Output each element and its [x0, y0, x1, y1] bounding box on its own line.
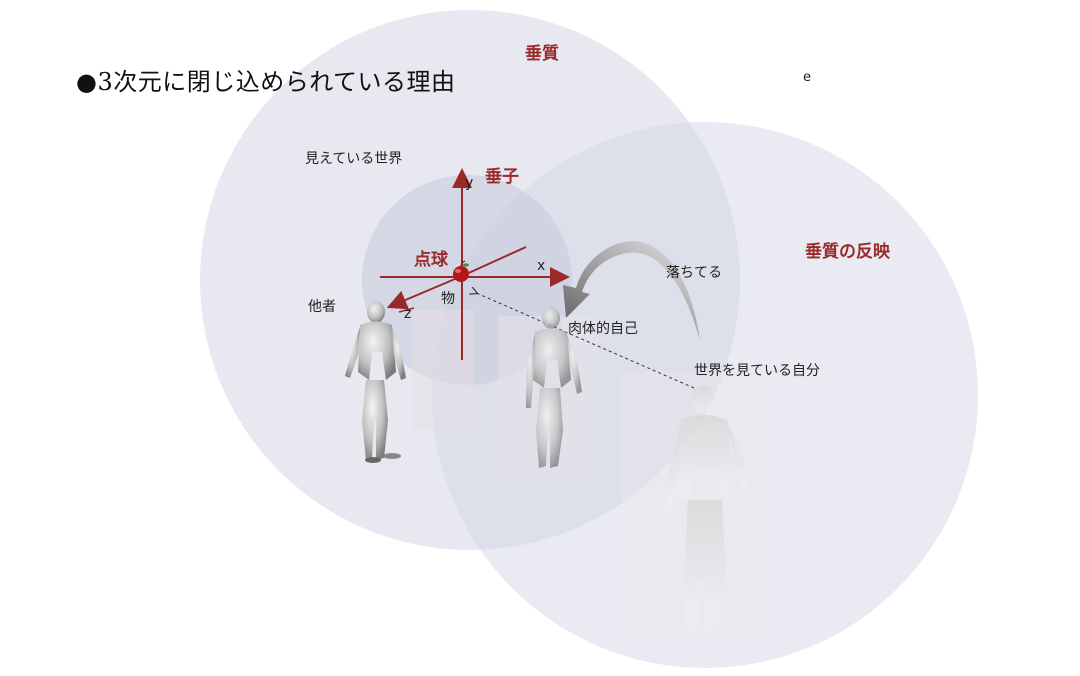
label-self-watching: 世界を見ている自分 [694, 363, 820, 379]
figure-backdrop [412, 310, 474, 430]
z-axis [386, 275, 463, 310]
label-object: 物 [441, 291, 455, 307]
label-vertical-quality: 垂質 [525, 44, 559, 64]
watching-self-figure [665, 385, 752, 640]
label-stray-e: e [803, 70, 811, 85]
label-reflection: 垂質の反映 [805, 242, 890, 262]
falling-arrow [563, 241, 700, 340]
apple-icon [453, 260, 469, 282]
z-axis-back [461, 246, 527, 277]
z-tick [398, 307, 415, 313]
label-physical-self: 肉体的自己 [568, 321, 638, 337]
page-title: ●3次元に閉じ込められている理由 [76, 68, 456, 96]
label-falling: 落ちてる [666, 265, 722, 281]
axis-label-x: x [537, 258, 546, 274]
label-vertical-child: 垂子 [485, 167, 519, 187]
gaze-dashed-arrow [474, 292, 695, 389]
physical-self-figure [526, 307, 582, 468]
axis-label-y: y [465, 175, 474, 191]
other-person-figure [345, 301, 406, 463]
axis-label-z: z [404, 306, 412, 322]
label-visible-world: 見えている世界 [305, 151, 403, 167]
label-point-sphere: 点球 [414, 250, 448, 270]
label-others: 他者 [308, 299, 336, 315]
